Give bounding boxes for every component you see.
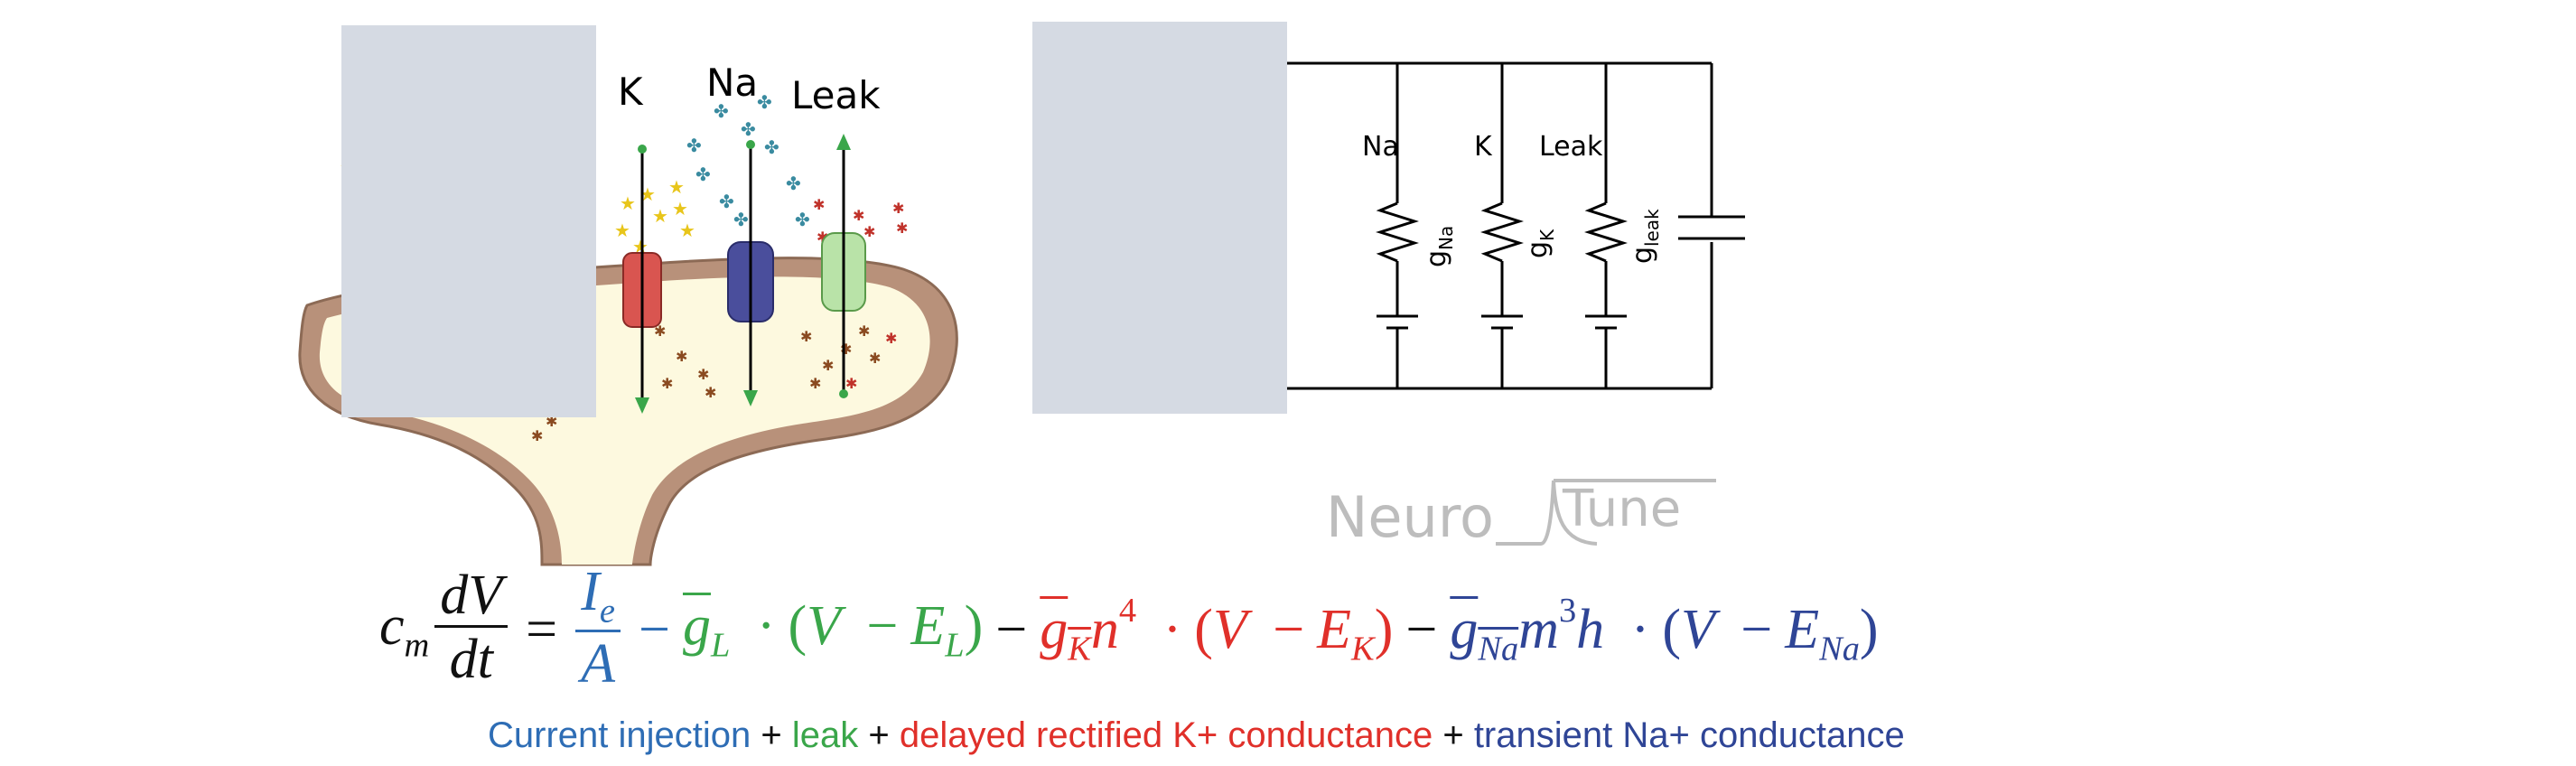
eq-lhs-coef: cm	[379, 594, 430, 665]
svg-text:★: ★	[668, 176, 685, 198]
svg-text:✱: ✱	[676, 348, 687, 365]
equivalent-circuit	[1287, 61, 1745, 390]
caption-sodium: transient Na+ conductance	[1473, 715, 1905, 755]
svg-text:✱: ✱	[892, 200, 904, 217]
circuit-branch-leak	[1584, 63, 1628, 388]
svg-text:✱: ✱	[840, 341, 852, 358]
svg-text:g: g	[1421, 250, 1452, 267]
svg-text:✱: ✱	[705, 384, 716, 401]
conductance-label-na: g Na	[1421, 226, 1457, 267]
svg-text:✱: ✱	[809, 375, 821, 392]
eq-leak-term: gL ·(V −EL)	[682, 594, 984, 665]
svg-text:Tune: Tune	[1562, 480, 1681, 538]
svg-text:✤: ✤	[757, 91, 772, 113]
svg-text:Neuro: Neuro	[1326, 484, 1494, 550]
svg-text:✱: ✱	[654, 322, 666, 340]
svg-text:✤: ✤	[786, 173, 801, 194]
svg-text:✱: ✱	[869, 350, 881, 367]
svg-text:✱: ✱	[845, 375, 857, 392]
svg-text:✱: ✱	[697, 366, 709, 383]
svg-text:✱: ✱	[885, 330, 897, 347]
eq-dv-dt: dV dt	[434, 566, 509, 692]
membrane-capacitor	[1678, 215, 1745, 242]
svg-text:✱: ✱	[853, 207, 864, 224]
svg-text:★: ★	[652, 205, 668, 227]
svg-text:✱: ✱	[822, 357, 834, 374]
circuit-labels: Na K Leak g Na g K g leak	[1362, 131, 1663, 267]
circuit-branch-k	[1480, 63, 1524, 388]
svg-text:✤: ✤	[764, 136, 779, 158]
circuit-label-k: K	[1474, 131, 1493, 163]
channel-label-leak: Leak	[791, 73, 881, 117]
circuit-label-leak: Leak	[1539, 131, 1603, 163]
circuit-branch-na	[1376, 63, 1419, 388]
conductance-label-k: g K	[1522, 229, 1558, 258]
caption-potassium: delayed rectified K+ conductance	[899, 715, 1433, 755]
eq-potassium-term: gKn4 ·(V −EK)	[1040, 591, 1394, 668]
k-channel	[622, 145, 662, 414]
circuit-label-na: Na	[1362, 131, 1399, 163]
svg-text:✤: ✤	[695, 163, 711, 185]
svg-text:leak: leak	[1641, 209, 1663, 247]
svg-text:✱: ✱	[661, 375, 673, 392]
svg-text:g: g	[1522, 241, 1554, 258]
neurotune-logo: Neuro Tune	[1326, 479, 1716, 550]
leak-channel	[821, 134, 866, 398]
svg-text:★: ★	[679, 220, 695, 241]
eq-sodium-term: gNam3h ·(V −ENa)	[1450, 591, 1879, 668]
membrane-equation: cm dV dt = Ie A − gL ·(V −EL) − gKn4 ·(V…	[379, 553, 1879, 706]
svg-text:✱: ✱	[531, 427, 543, 444]
svg-text:Na: Na	[1435, 226, 1457, 250]
caption-leak: leak	[791, 715, 859, 755]
caption-current: Current injection	[488, 715, 751, 755]
channel-label-na: Na	[706, 61, 758, 105]
equation-caption: Current injection + leak + delayed recti…	[488, 715, 1905, 755]
svg-text:✤: ✤	[741, 118, 756, 140]
svg-text:✱: ✱	[800, 328, 812, 345]
svg-text:★: ★	[620, 192, 636, 214]
svg-text:✤: ✤	[686, 135, 702, 156]
svg-text:✤: ✤	[733, 209, 749, 230]
svg-text:✤: ✤	[714, 100, 729, 122]
redacted-placeholder-left	[341, 25, 596, 417]
svg-text:✤: ✤	[795, 209, 810, 230]
eq-current-term: Ie A	[575, 562, 621, 696]
svg-text:★: ★	[614, 220, 630, 241]
svg-text:g: g	[1627, 247, 1658, 264]
svg-text:★: ★	[672, 198, 688, 220]
svg-text:✱: ✱	[813, 196, 825, 213]
svg-text:✱: ✱	[896, 220, 908, 237]
svg-text:✱: ✱	[863, 223, 875, 240]
redacted-placeholder-right	[1032, 22, 1287, 414]
channel-label-k: K	[618, 70, 644, 114]
svg-text:✤: ✤	[719, 191, 734, 212]
na-channel	[727, 140, 774, 406]
neuron-illustration: ★★ ★★ ★★ ★★ ★ ✤✤ ✤✤ ✤✤ ✤✤ ✤✤ ✱✱ ✱✱ ✱✱ ✱✱…	[298, 25, 958, 566]
conductance-label-leak: g leak	[1627, 209, 1663, 264]
svg-text:K: K	[1536, 229, 1558, 241]
svg-text:✱: ✱	[858, 322, 870, 340]
eq-equals: =	[526, 598, 558, 660]
